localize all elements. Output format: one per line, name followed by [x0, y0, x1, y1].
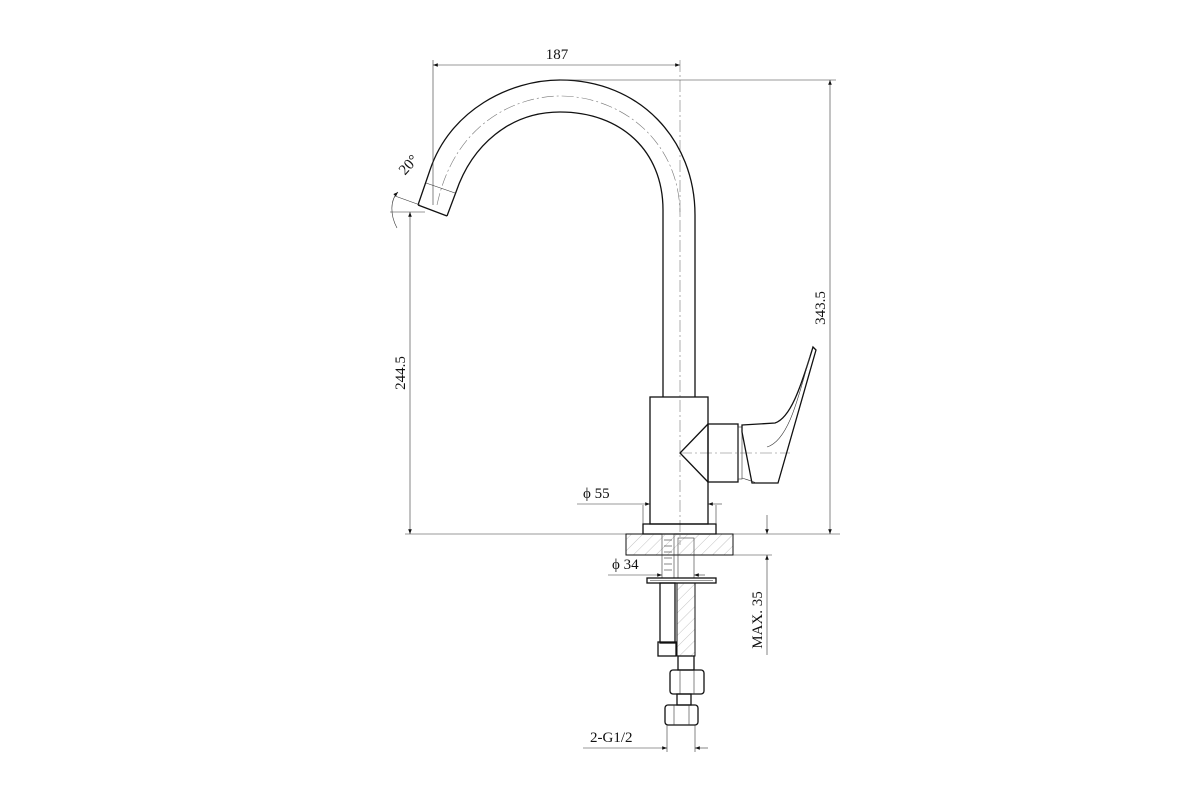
- dimension-connections: 2-G1/2: [583, 725, 708, 752]
- dimension-total-height: 343.5: [560, 79, 836, 534]
- connections-label: 2-G1/2: [590, 730, 633, 746]
- dimension-spout-height: 244.5: [390, 211, 425, 534]
- dimension-body-diameter: ϕ 55: [577, 486, 722, 524]
- spout-height-label: 244.5: [393, 356, 409, 390]
- deck-section: [625, 533, 734, 556]
- dimension-hole-diameter: ϕ 34: [608, 557, 705, 577]
- dimension-max-deck: MAX. 35: [733, 515, 772, 655]
- supply-hoses: [657, 582, 705, 726]
- spout-centerline: [436, 95, 681, 216]
- spout: [417, 79, 696, 397]
- threaded-stud: [664, 539, 672, 571]
- hole-diameter-label: ϕ 34: [612, 557, 639, 573]
- max-deck-label: MAX. 35: [750, 591, 766, 649]
- faucet-body: [642, 396, 743, 535]
- spout-angle-label: 20°: [396, 152, 422, 178]
- dimension-spout-reach: 187: [432, 47, 680, 205]
- body-diameter-label: ϕ 55: [583, 486, 610, 502]
- dimension-spout-angle: 20°: [391, 152, 422, 229]
- lever-handle: [741, 345, 817, 484]
- total-height-label: 343.5: [813, 291, 829, 325]
- spout-reach-label: 187: [546, 47, 569, 63]
